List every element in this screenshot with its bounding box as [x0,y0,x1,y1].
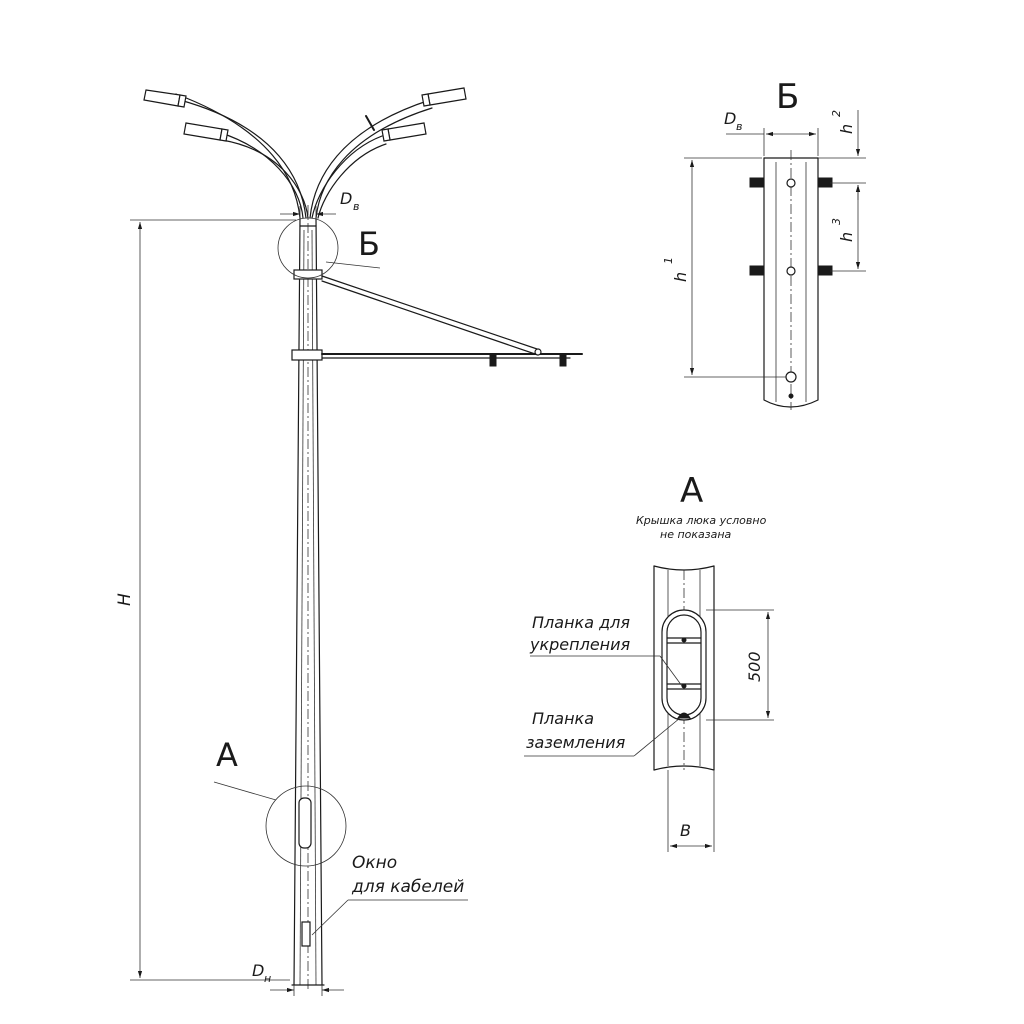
bracket-label-1: Планка для [532,613,630,632]
h2-label: h [837,124,856,134]
cable-window-label-1: Окно [352,853,397,873]
hatch-height-dimension: 500 [745,651,764,682]
luminaire-upper-left [143,89,187,108]
height-dimension: H [115,219,296,981]
detail-a-hatch [661,609,707,721]
luminaire-upper-right [421,87,467,107]
h1-sub: 1 [662,257,675,264]
main-pole-view: Б А Окно для кабелей H D в [115,87,583,996]
h3-label: h [837,232,856,242]
cross-arm-bracket [291,269,583,367]
top-diameter-dimension: D в [280,189,359,220]
h3-sub: 3 [830,218,843,225]
h1-label: h [671,272,690,282]
detail-a-width-label: B [680,821,691,840]
bottom-diameter-dimension: D н [252,961,344,996]
luminaire-lower-left [183,122,229,142]
detail-a-view: А Крышка люка условно не показана 500 B [524,471,774,852]
ground-label-1: Планка [532,709,594,728]
h2-sub: 2 [830,110,843,117]
cable-window-label-2: для кабелей [351,877,464,897]
cable-window [301,921,311,947]
bottom-diameter-label: D [252,961,264,980]
top-diameter-sub: в [353,200,359,213]
detail-a-note-1: Крышка люка условно [636,514,767,527]
callout-circle-b [277,217,339,279]
service-hatch [298,797,312,849]
callout-circle-a [265,785,347,867]
detail-b-clamps [749,177,833,276]
lamp-arms [175,93,433,219]
pole-shaft [291,205,325,990]
bracket-label-2: укрепления [529,635,631,654]
luminaire-lower-right [381,122,427,142]
detail-a-title: А [680,471,703,511]
callout-a-label: А [216,736,238,774]
height-label: H [115,593,135,606]
detail-b-diameter-label: D [724,109,736,128]
ground-label-2: заземления [526,733,626,752]
callout-b-label: Б [358,225,380,263]
top-diameter-label: D [340,189,352,208]
detail-a-note-2: не показана [660,528,732,541]
detail-b-view: Б D в h 1 [662,77,866,410]
detail-b-diameter-sub: в [736,120,742,133]
detail-b-title: Б [776,77,799,117]
bottom-diameter-sub: н [264,972,271,985]
